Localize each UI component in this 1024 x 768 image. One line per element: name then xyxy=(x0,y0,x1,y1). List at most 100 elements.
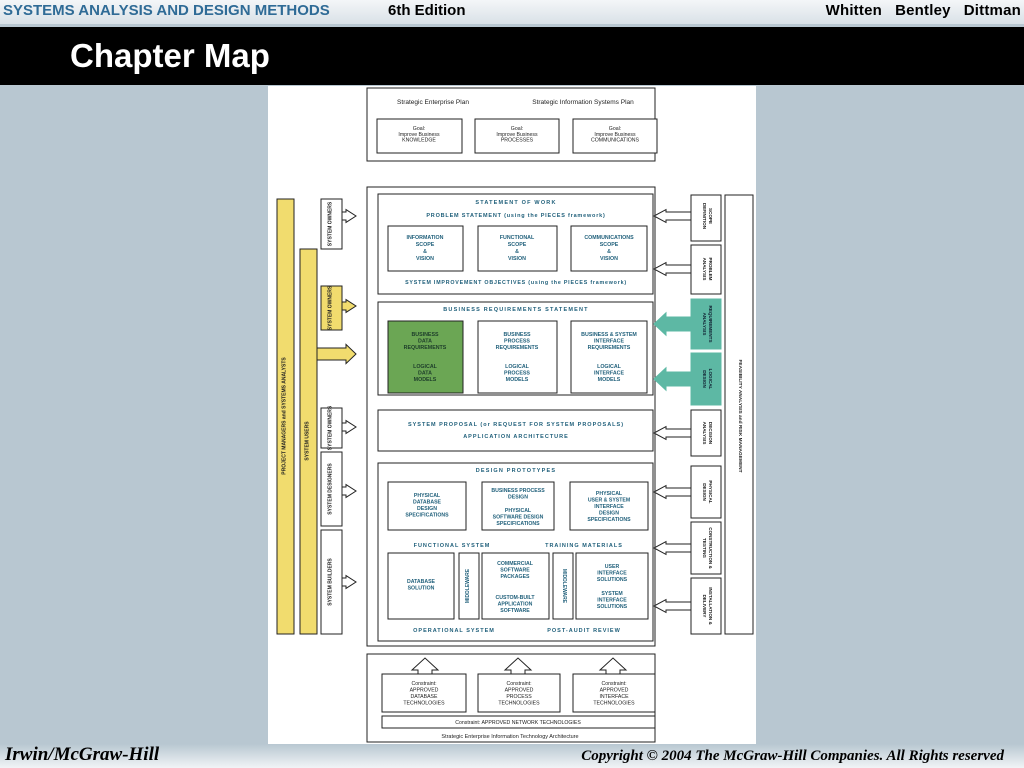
func-scope-line-2: & xyxy=(515,249,519,255)
phase-box-7 xyxy=(690,577,722,635)
process-models-line-0: LOGICAL xyxy=(505,364,530,370)
ui-design-line-2: INTERFACE xyxy=(594,504,624,510)
post-audit-review: POST-AUDIT REVIEW xyxy=(547,628,621,634)
owners-mid-arrow xyxy=(341,419,357,435)
phase-label-3-1: DESIGN xyxy=(702,370,707,388)
info-scope-line-1: SCOPE xyxy=(416,242,435,248)
ui-design-box xyxy=(569,481,649,531)
goal-knowledge-line-2: KNOWLEDGE xyxy=(402,138,436,144)
constraint-interface-arrow xyxy=(598,657,628,675)
bp-design-line-0: BUSINESS PROCESS xyxy=(491,488,545,494)
publisher: Irwin/McGraw-Hill xyxy=(5,744,160,765)
custom-software-line-0: CUSTOM-BUILT xyxy=(496,595,536,601)
network-constraint: Constraint: APPROVED NETWORK TECHNOLOGIE… xyxy=(455,720,581,726)
goal-communications-line-0: Goal: xyxy=(609,126,621,132)
phase-arrow-1 xyxy=(652,261,692,277)
data-models-line-1: DATA xyxy=(418,371,432,377)
training-materials: TRAINING MATERIALS xyxy=(545,543,623,549)
phase-label-0-1: DEFINITION xyxy=(702,203,707,230)
data-models-line-0: LOGICAL xyxy=(413,364,438,370)
goal-knowledge-box xyxy=(376,118,463,154)
owners-yellow-label: SYSTEM OWNERS xyxy=(328,285,334,330)
interface-models-line-2: MODELS xyxy=(598,377,621,383)
comm-scope-line-1: SCOPE xyxy=(600,242,619,248)
operational-system: OPERATIONAL SYSTEM xyxy=(413,628,495,634)
process-requirements-line-2: REQUIREMENTS xyxy=(496,345,539,351)
phase-label-7-1: DELIVERY xyxy=(702,595,707,618)
custom-software-line-1: APPLICATION xyxy=(498,602,533,608)
phase-label-3-0: LOGICAL xyxy=(708,369,713,390)
phase-arrow-2 xyxy=(653,311,692,337)
sw-design-line-1: SOFTWARE DESIGN xyxy=(493,515,544,521)
process-models-line-2: MODELS xyxy=(506,377,529,383)
phase-box-2 xyxy=(690,298,722,350)
constraint-process-line-2: PROCESS xyxy=(506,694,532,700)
course-title: SYSTEMS ANALYSIS AND DESIGN METHODS xyxy=(3,2,330,19)
phase-label-5-1: DESIGN xyxy=(702,483,707,501)
footer-bar xyxy=(0,744,1024,768)
func-scope-line-1: SCOPE xyxy=(508,242,527,248)
owners-mid-label: SYSTEM OWNERS xyxy=(328,405,334,450)
goal-knowledge-line-0: Goal: xyxy=(413,126,425,132)
goal-processes-box xyxy=(474,118,560,154)
ui-design-line-4: SPECIFICATIONS xyxy=(587,517,631,523)
constraint-db-box xyxy=(381,673,467,713)
db-solution-line-0: DATABASE xyxy=(407,579,436,585)
bp-design-line-1: DESIGN xyxy=(508,495,528,501)
constraint-interface-line-3: TECHNOLOGIES xyxy=(593,701,635,707)
ui-design-line-1: USER & SYSTEM xyxy=(588,498,630,504)
phase-label-2-0: REQUIREMENTS xyxy=(708,305,713,342)
middleware-left: MIDDLEWARE xyxy=(465,568,471,603)
constraint-interface-box xyxy=(572,673,656,713)
custom-software-line-2: SOFTWARE xyxy=(500,608,530,614)
designers-arrow xyxy=(341,483,357,499)
constraint-interface-line-1: APPROVED xyxy=(600,688,629,694)
middleware-right-box xyxy=(552,552,574,620)
requirements-statement: BUSINESS REQUIREMENTS STATEMENT xyxy=(443,307,588,313)
application-architecture: APPLICATION ARCHITECTURE xyxy=(463,434,569,440)
interface-models-line-1: INTERFACE xyxy=(594,371,624,377)
design-prototypes: DESIGN PROTOTYPES xyxy=(476,468,557,474)
solutions-box xyxy=(575,552,649,620)
phase-label-7-0: INSTALLATION & xyxy=(708,587,713,625)
constraint-db-line-2: DATABASE xyxy=(411,694,438,700)
phase-arrow-3 xyxy=(653,366,692,392)
ui-solutions-line-0: USER xyxy=(605,564,620,570)
phase-arrow-4 xyxy=(652,425,692,441)
header-bar: SYSTEMS ANALYSIS AND DESIGN METHODS 6th … xyxy=(0,0,1024,24)
constraint-db-line-1: APPROVED xyxy=(410,688,439,694)
goal-processes-line-0: Goal: xyxy=(511,126,523,132)
constraint-interface-line-2: INTERFACE xyxy=(599,694,629,700)
db-design-line-2: DESIGN xyxy=(417,506,437,512)
sys-solutions-line-2: SOLUTIONS xyxy=(597,604,628,610)
commercial-software-line-0: COMMERCIAL xyxy=(497,561,534,567)
interface-models-line-0: LOGICAL xyxy=(597,364,622,370)
users-arrow xyxy=(316,343,357,365)
middleware-right: MIDDLEWARE xyxy=(561,569,567,604)
owners-top-label: SYSTEM OWNERS xyxy=(328,201,334,246)
interface-requirements-line-1: INTERFACE xyxy=(594,339,624,345)
phase-arrow-6 xyxy=(652,540,692,556)
constraint-process-arrow xyxy=(503,657,533,675)
goal-processes-line-1: Improve Business xyxy=(496,132,538,138)
comm-scope-box xyxy=(570,225,648,272)
goal-communications-line-2: COMMUNICATIONS xyxy=(591,138,640,144)
designers-label: SYSTEM DESIGNERS xyxy=(328,463,334,515)
phase-label-6-1: TESTING xyxy=(702,538,707,558)
data-requirements-box xyxy=(387,320,464,394)
data-requirements-line-0: BUSINESS xyxy=(411,332,439,338)
db-solution-box xyxy=(387,552,455,620)
owners-yellow-arrow xyxy=(341,298,357,314)
phase-label-5-0: PHYSICAL xyxy=(708,480,713,503)
system-users-bar xyxy=(299,248,318,635)
db-solution-line-1: SOLUTION xyxy=(408,586,435,592)
system-proposal-box xyxy=(377,409,654,452)
phase-arrow-5 xyxy=(652,484,692,500)
constraint-db-line-0: Constraint: xyxy=(411,681,436,687)
ui-design-line-0: PHYSICAL xyxy=(596,491,623,497)
constraint-process-line-0: Constraint: xyxy=(506,681,531,687)
it-architecture: Strategic Enterprise Information Technol… xyxy=(441,734,578,740)
phase-arrow-0 xyxy=(652,208,692,224)
phase-box-3 xyxy=(690,352,722,406)
